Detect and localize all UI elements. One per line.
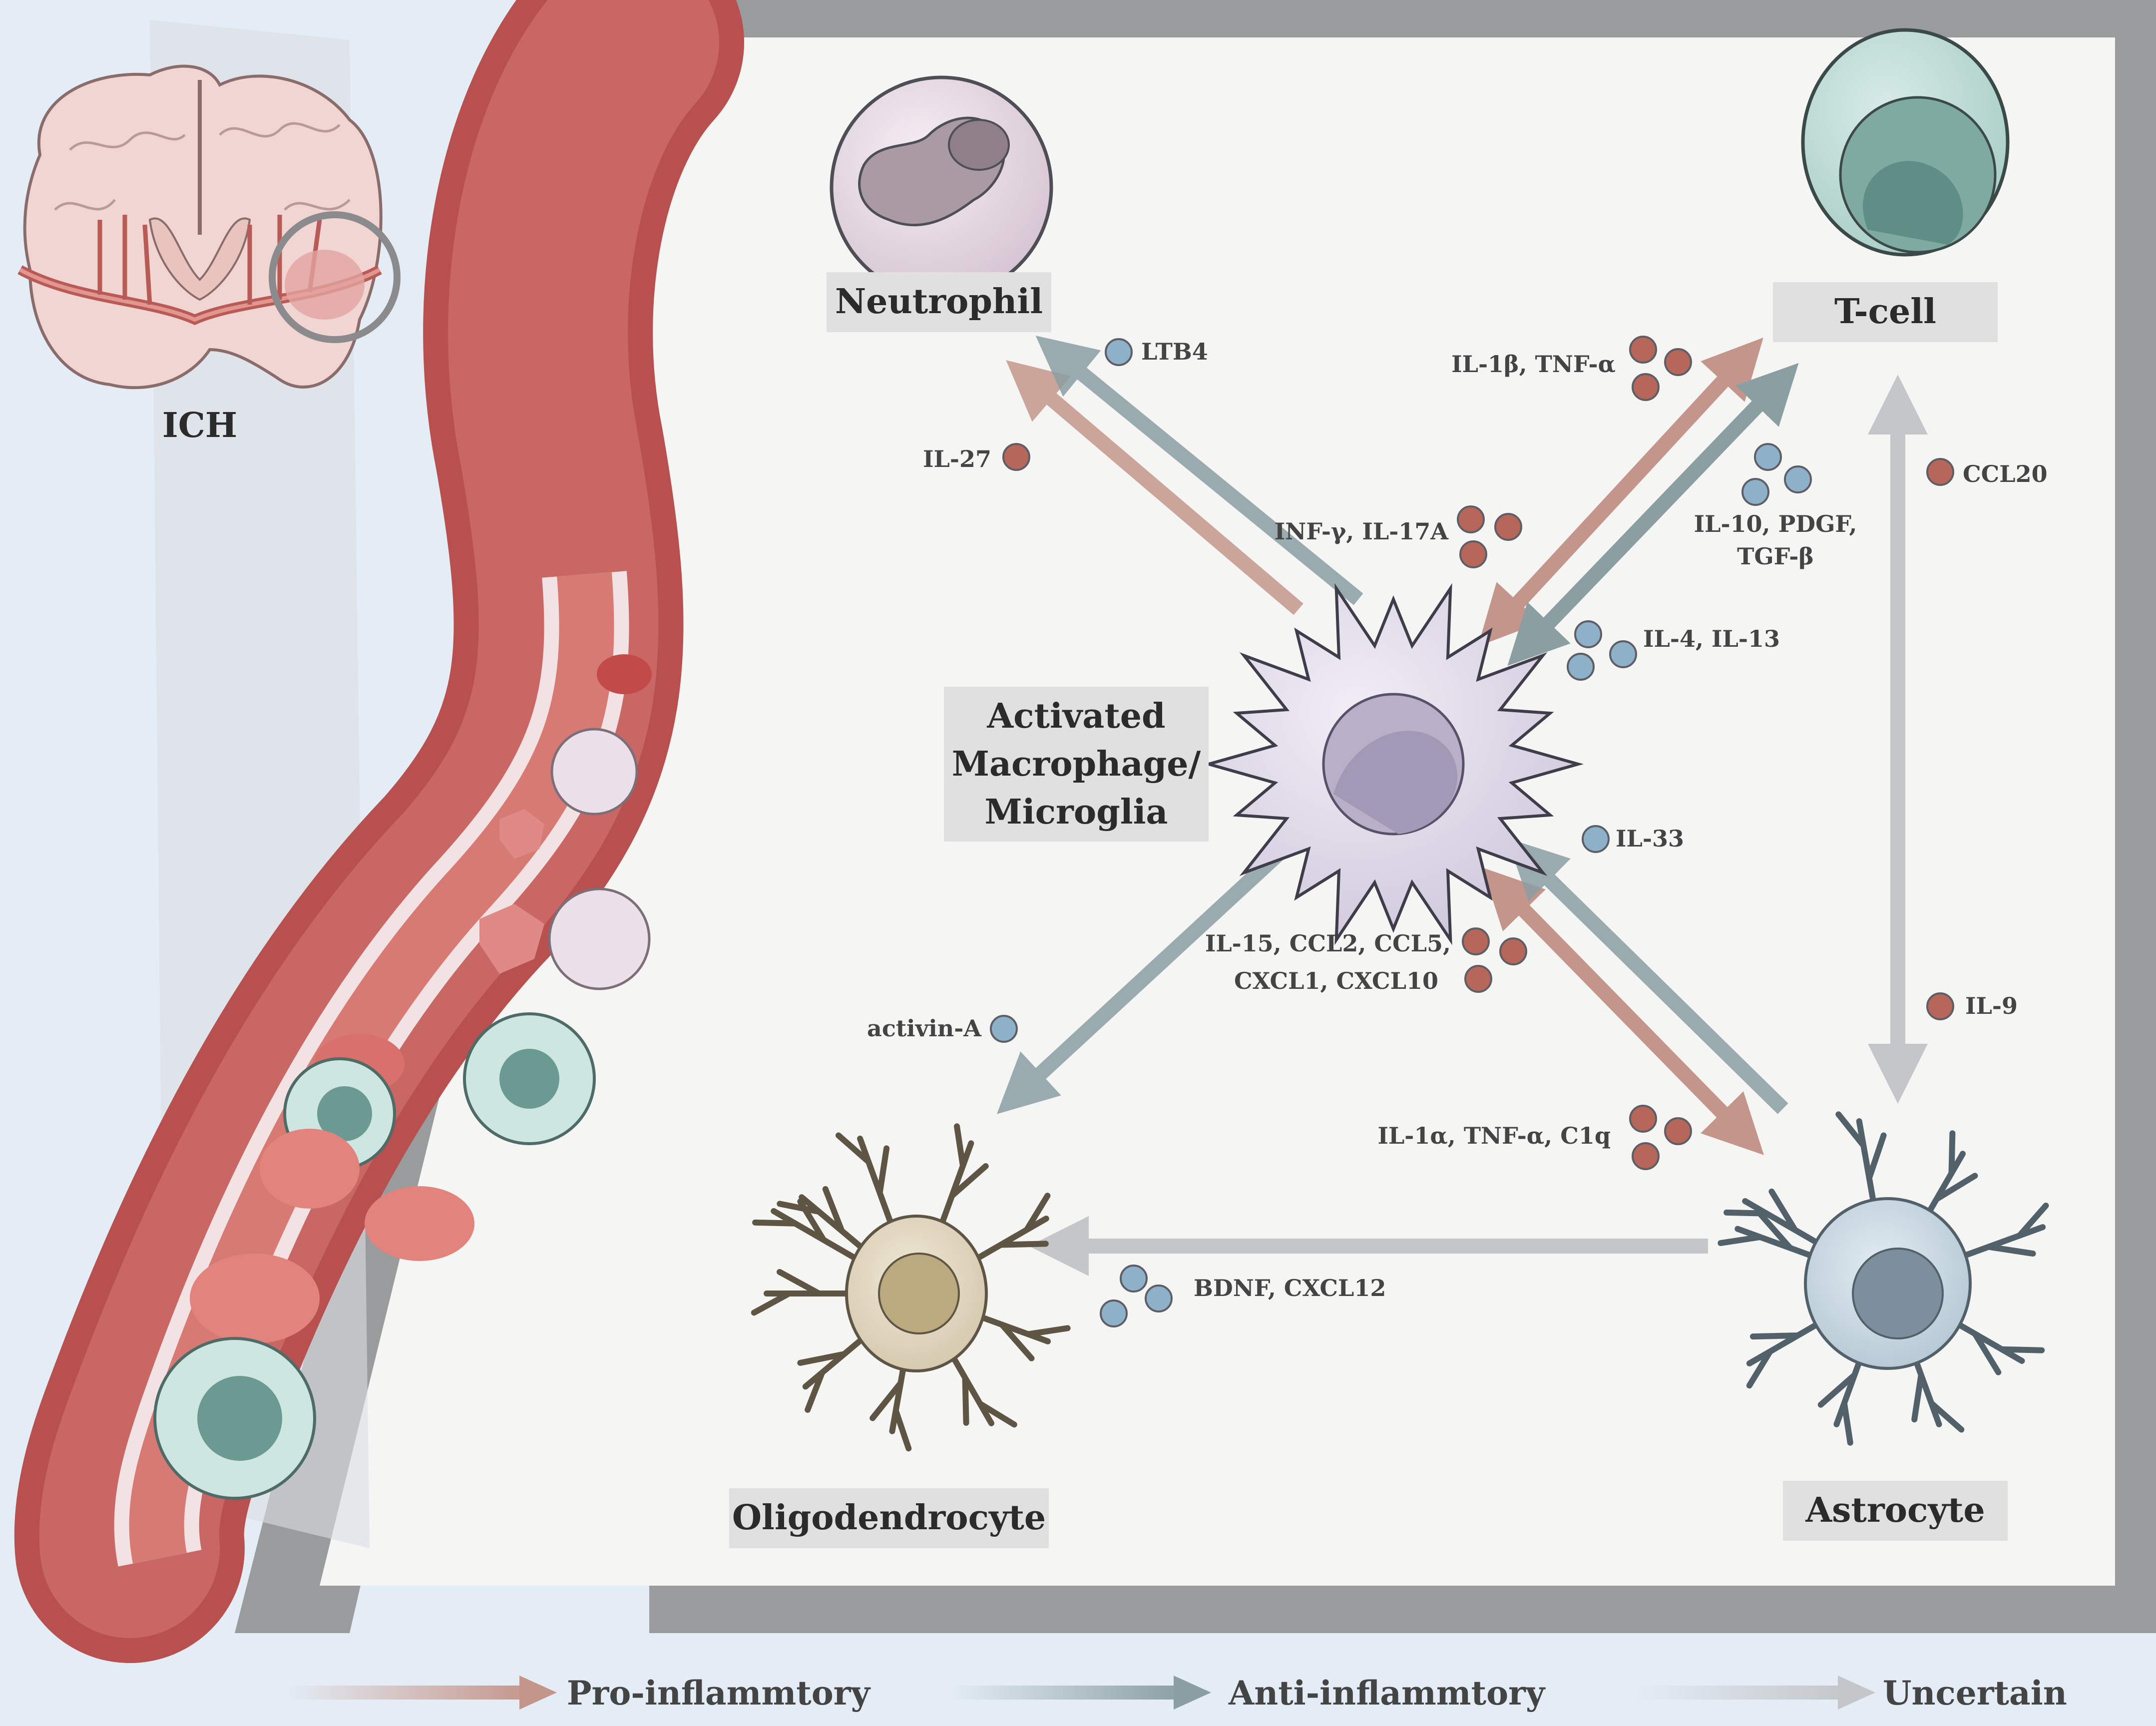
legend-anti-arrow-head — [1174, 1676, 1211, 1710]
arrows — [996, 336, 1928, 1276]
macrophage-label-line2: Macrophage/ — [952, 744, 1201, 784]
cytokine-dot-il1b — [1629, 336, 1657, 364]
cytokine-il33: IL-33 — [1616, 825, 1684, 852]
cytokine-dot-bdnf — [1120, 1265, 1148, 1293]
cytokine-dot-ltb4 — [1105, 338, 1133, 366]
lesion-circle — [269, 211, 401, 343]
cytokine-cxcl1-cxcl10: CXCL1, CXCL10 — [1234, 967, 1438, 994]
cytokine-activin-a: activin-A — [867, 1015, 982, 1042]
arrow-mac-tcell-anti — [1507, 363, 1799, 666]
cytokine-dot-activin — [990, 1015, 1018, 1043]
macrophage-label-line3: Microglia — [985, 792, 1168, 832]
legend: Pro-inflammtory Anti-inflammtory Uncerta… — [285, 1674, 2067, 1713]
cytokine-dot-il1b — [1664, 348, 1692, 376]
macrophage-cell — [1203, 583, 1584, 945]
legend-uncertain-label: Uncertain — [1883, 1674, 2067, 1713]
cytokine-bdnf-cxcl12: BDNF, CXCL12 — [1194, 1275, 1386, 1301]
cytokine-dot-inf — [1457, 505, 1485, 533]
cytokine-il15-ccl2-ccl5: IL-15, CCL2, CCL5, — [1205, 930, 1451, 957]
neutrophil-label: Neutrophil — [835, 282, 1043, 322]
cytokine-dot-il1b — [1632, 373, 1660, 401]
arrow-mac-to-neutrophil-anti — [1035, 336, 1363, 605]
cytokine-il1a-tnfa-c1q: IL-1α, TNF-α, C1q — [1377, 1122, 1611, 1149]
blood-vessel — [14, 0, 744, 1663]
macrophage-label-line1: Activated — [986, 696, 1165, 736]
cytokine-ccl20: CCL20 — [1963, 460, 2048, 487]
tcell-label: T-cell — [1834, 292, 1936, 332]
arrow-mac-astrocyte-pro — [1482, 867, 1764, 1155]
oligodendrocyte-cell — [751, 1123, 1071, 1452]
cytokine-il1b-tnfa: IL-1β, TNF-α — [1451, 351, 1616, 378]
cytokine-dot-bdnf — [1145, 1285, 1173, 1312]
arrow-astrocyte-to-mac-anti — [1507, 838, 1788, 1114]
legend-pro-label: Pro-inflammtory — [567, 1674, 871, 1713]
cytokine-il4-il13: IL-4, IL-13 — [1643, 625, 1780, 652]
legend-uncertain-arrow-shaft — [1633, 1686, 1848, 1700]
oligodendrocyte-label-box — [729, 1488, 1049, 1548]
arrow-mac-to-neutrophil-pro — [1006, 360, 1303, 615]
cytokine-dot-il15 — [1464, 965, 1492, 993]
cytokine-dot-bdnf — [1100, 1299, 1128, 1327]
legend-uncertain-arrow-head — [1838, 1676, 1875, 1710]
cytokine-inf-il17a: INF-γ, IL-17A — [1275, 518, 1449, 545]
cytokine-dot-il10 — [1741, 478, 1769, 506]
legend-pro-arrow-head — [519, 1676, 557, 1710]
cytokine-dot-ccl20 — [1926, 458, 1954, 486]
cytokine-dot-il9 — [1926, 992, 1954, 1020]
cytokine-dot-il10 — [1784, 465, 1812, 493]
cytokine-tgfb: TGF-β — [1737, 543, 1814, 570]
brain-illustration — [17, 64, 401, 390]
ich-label: ICH — [162, 406, 237, 445]
cytokine-dots — [990, 336, 1954, 1327]
cytokine-dot-il27 — [1002, 443, 1030, 471]
neutrophil-cell — [830, 75, 1053, 299]
legend-pro-arrow-shaft — [285, 1686, 529, 1700]
astrocyte-label-box — [1783, 1481, 2008, 1541]
legend-anti-label: Anti-inflammtory — [1228, 1674, 1546, 1713]
astrocyte-cell — [1718, 1111, 2049, 1446]
astrocyte-label: Astrocyte — [1805, 1490, 1985, 1530]
cytokine-il27: IL-27 — [923, 445, 991, 472]
cytokine-dot-il33 — [1582, 825, 1610, 853]
cytokine-ltb4: LTB4 — [1141, 338, 1208, 365]
cytokine-il9: IL-9 — [1965, 992, 2018, 1019]
cytokine-dot-il1a — [1632, 1142, 1660, 1170]
oligodendrocyte-label: Oligodendrocyte — [732, 1498, 1046, 1538]
cytokine-dot-inf — [1494, 513, 1522, 541]
cytokine-dot-inf — [1459, 540, 1487, 568]
cytokine-il10-pdgf: IL-10, PDGF, — [1694, 510, 1857, 537]
tcell-cell — [1801, 28, 2010, 257]
cytokine-dot-il4 — [1567, 653, 1595, 681]
cytokine-dot-il4 — [1574, 620, 1602, 648]
cytokine-dot-il10 — [1754, 443, 1782, 471]
arrow-mac-to-oligodendrocyte — [996, 848, 1284, 1114]
legend-anti-arrow-shaft — [949, 1686, 1184, 1700]
cytokine-dot-il1a — [1629, 1105, 1657, 1133]
neutrophil-label-box — [827, 272, 1051, 332]
cytokine-dot-il4 — [1609, 640, 1637, 668]
tcell-label-box — [1773, 282, 1998, 342]
cytokine-dot-il15 — [1499, 937, 1527, 965]
macrophage-label-box — [944, 687, 1209, 842]
cytokine-dot-il1a — [1664, 1117, 1692, 1145]
cytokine-dot-il15 — [1462, 927, 1490, 955]
